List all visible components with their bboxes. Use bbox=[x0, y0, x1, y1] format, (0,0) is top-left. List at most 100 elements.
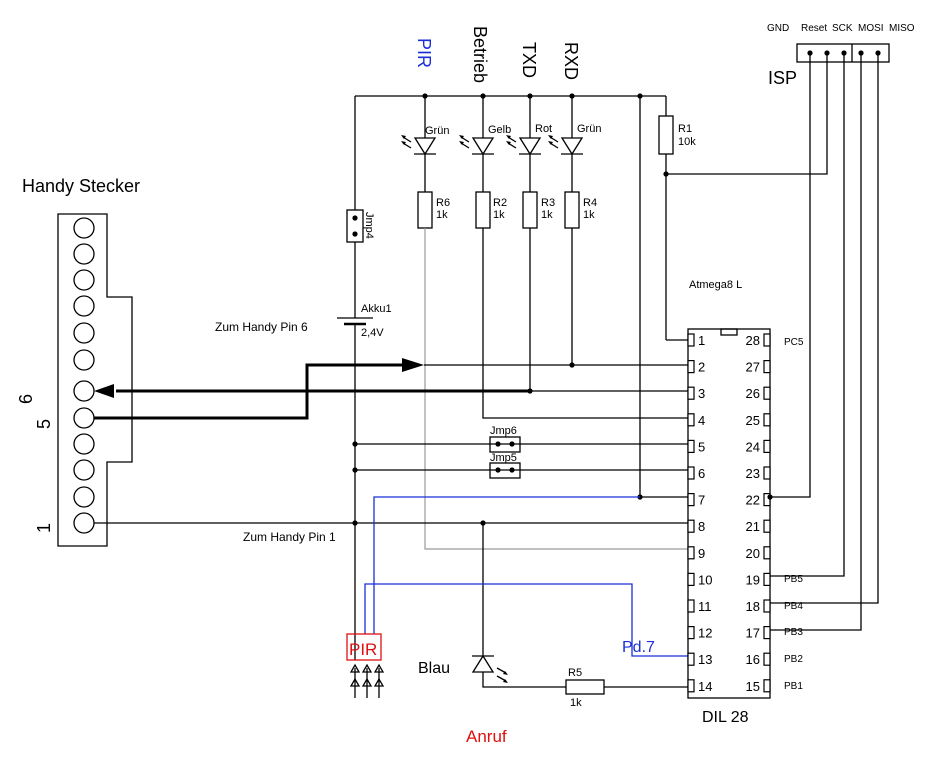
port-label: PB2 bbox=[784, 654, 803, 665]
chip-pin-left bbox=[687, 625, 695, 640]
chip-pin-right bbox=[763, 413, 771, 427]
chip-package: DIL 28 bbox=[702, 709, 749, 726]
battery-akku1: Akku1 2,4V bbox=[337, 303, 392, 660]
isp-pin-label: GND bbox=[767, 23, 789, 34]
chip-pin-number: 27 bbox=[746, 360, 760, 375]
chip-pin-number: 7 bbox=[698, 493, 705, 508]
isp-wires bbox=[666, 53, 879, 631]
led-color-label: Gelb bbox=[488, 124, 511, 136]
chip-pin-number: 15 bbox=[746, 679, 760, 694]
pir-sensor-arrows-icon bbox=[349, 663, 385, 698]
r2-value: 1k bbox=[493, 209, 505, 221]
connector-pin5-label: 5 bbox=[34, 419, 54, 429]
chip-pin-right bbox=[763, 546, 771, 560]
connector-pin bbox=[73, 407, 95, 429]
connector-pin bbox=[73, 459, 95, 481]
pir-label: PIR bbox=[414, 38, 434, 68]
r2-name: R2 bbox=[493, 197, 507, 209]
r5-name: R5 bbox=[568, 667, 582, 679]
jmp5-label: Jmp5 bbox=[490, 452, 517, 464]
resistor-r6: R6 1k bbox=[417, 191, 450, 229]
chip-pin-number: 19 bbox=[746, 572, 760, 587]
blau-label: Blau bbox=[418, 660, 450, 677]
chip-pin-number: 2 bbox=[698, 360, 705, 375]
chip-pin-number: 23 bbox=[746, 466, 760, 481]
chip-pin-left bbox=[687, 439, 695, 453]
chip-pin-number: 28 bbox=[746, 333, 760, 348]
betrieb-led-wire bbox=[482, 228, 688, 419]
chip-pin-number: 6 bbox=[698, 466, 705, 481]
led-txd: Rot bbox=[506, 96, 552, 192]
port-label: PB4 bbox=[784, 601, 803, 612]
pir-led-wire bbox=[424, 228, 688, 550]
connector-pin bbox=[73, 380, 95, 402]
connector-pin1-label: 1 bbox=[34, 523, 54, 533]
betrieb-label: Betrieb bbox=[470, 26, 490, 83]
chip-pin-number: 20 bbox=[746, 546, 760, 561]
connector-pin bbox=[73, 349, 95, 371]
chip-pin-number: 9 bbox=[698, 546, 705, 561]
led-rxd: Grün bbox=[548, 96, 601, 192]
chip-pin-left bbox=[687, 652, 695, 666]
chip-pin-right bbox=[763, 386, 771, 400]
thick-signals bbox=[94, 358, 688, 420]
pir-box-label: PIR bbox=[349, 640, 377, 659]
chip-pin-right bbox=[763, 519, 771, 533]
chip-pin-left bbox=[687, 466, 695, 480]
chip-pin-right bbox=[763, 625, 771, 640]
chip-pin-number: 11 bbox=[698, 599, 712, 614]
isp-pin-label: SCK bbox=[832, 23, 853, 34]
connector-pin bbox=[73, 322, 95, 344]
battery-name: Akku1 bbox=[361, 303, 392, 315]
chip-pin-number: 13 bbox=[698, 652, 712, 667]
chip-pin-number: 3 bbox=[698, 386, 705, 401]
jmp6-label: Jmp6 bbox=[490, 425, 517, 437]
note-handy-pin1: Zum Handy Pin 1 bbox=[243, 530, 336, 544]
top-rail bbox=[354, 93, 666, 500]
led-blau: Blau bbox=[418, 523, 566, 688]
isp-pin-label: Reset bbox=[801, 23, 827, 34]
handy-connector: Handy Stecker 6 5 1 bbox=[16, 176, 140, 547]
r4-value: 1k bbox=[583, 209, 595, 221]
resistor-r1: R1 10k bbox=[658, 96, 696, 341]
chip-pin-number: 14 bbox=[698, 679, 712, 694]
chip-pin-left bbox=[687, 546, 695, 560]
led-betrieb: Gelb bbox=[459, 96, 511, 192]
chip-pin-right bbox=[763, 679, 771, 693]
r5-value: 1k bbox=[570, 697, 582, 709]
resistor-r2: R2 1k bbox=[475, 191, 507, 229]
chip-pin-right bbox=[763, 652, 771, 666]
jumper-jmp6: Jmp6 bbox=[489, 425, 521, 453]
led-color-label: Grün bbox=[425, 125, 449, 137]
chip-pin-left bbox=[687, 360, 695, 374]
connector-title: Handy Stecker bbox=[22, 176, 140, 196]
port-label: PB5 bbox=[784, 574, 803, 585]
chip-pin-number: 21 bbox=[746, 519, 760, 534]
pd7-label: Pd.7 bbox=[622, 639, 655, 656]
jumper-jmp4: Jmp4 bbox=[346, 209, 375, 243]
connector-pin bbox=[73, 486, 95, 508]
connector-pin bbox=[73, 512, 95, 534]
chip-pin-right bbox=[763, 360, 771, 374]
chip-pin-number: 18 bbox=[746, 599, 760, 614]
port-label: PB1 bbox=[784, 681, 803, 692]
chip-pin-right bbox=[763, 599, 771, 613]
chip-pin-number: 4 bbox=[698, 413, 705, 428]
chip-pin-left bbox=[687, 333, 695, 347]
r3-name: R3 bbox=[541, 197, 555, 209]
chip-pin-left bbox=[687, 386, 695, 400]
chip-pin-right bbox=[763, 439, 771, 453]
connector-pin bbox=[73, 217, 95, 239]
connector-pin bbox=[73, 433, 95, 455]
chip-pin-right bbox=[763, 493, 771, 507]
chip-pin-left bbox=[687, 413, 695, 427]
connector-pin6-label: 6 bbox=[16, 394, 36, 404]
isp-pin-label: MISO bbox=[889, 23, 915, 34]
isp-pin-label: MOSI bbox=[858, 23, 884, 34]
rxd-label: RXD bbox=[561, 42, 581, 80]
connector-pin bbox=[73, 295, 95, 317]
chip-body bbox=[687, 328, 771, 699]
led-color-label: Rot bbox=[535, 123, 552, 135]
